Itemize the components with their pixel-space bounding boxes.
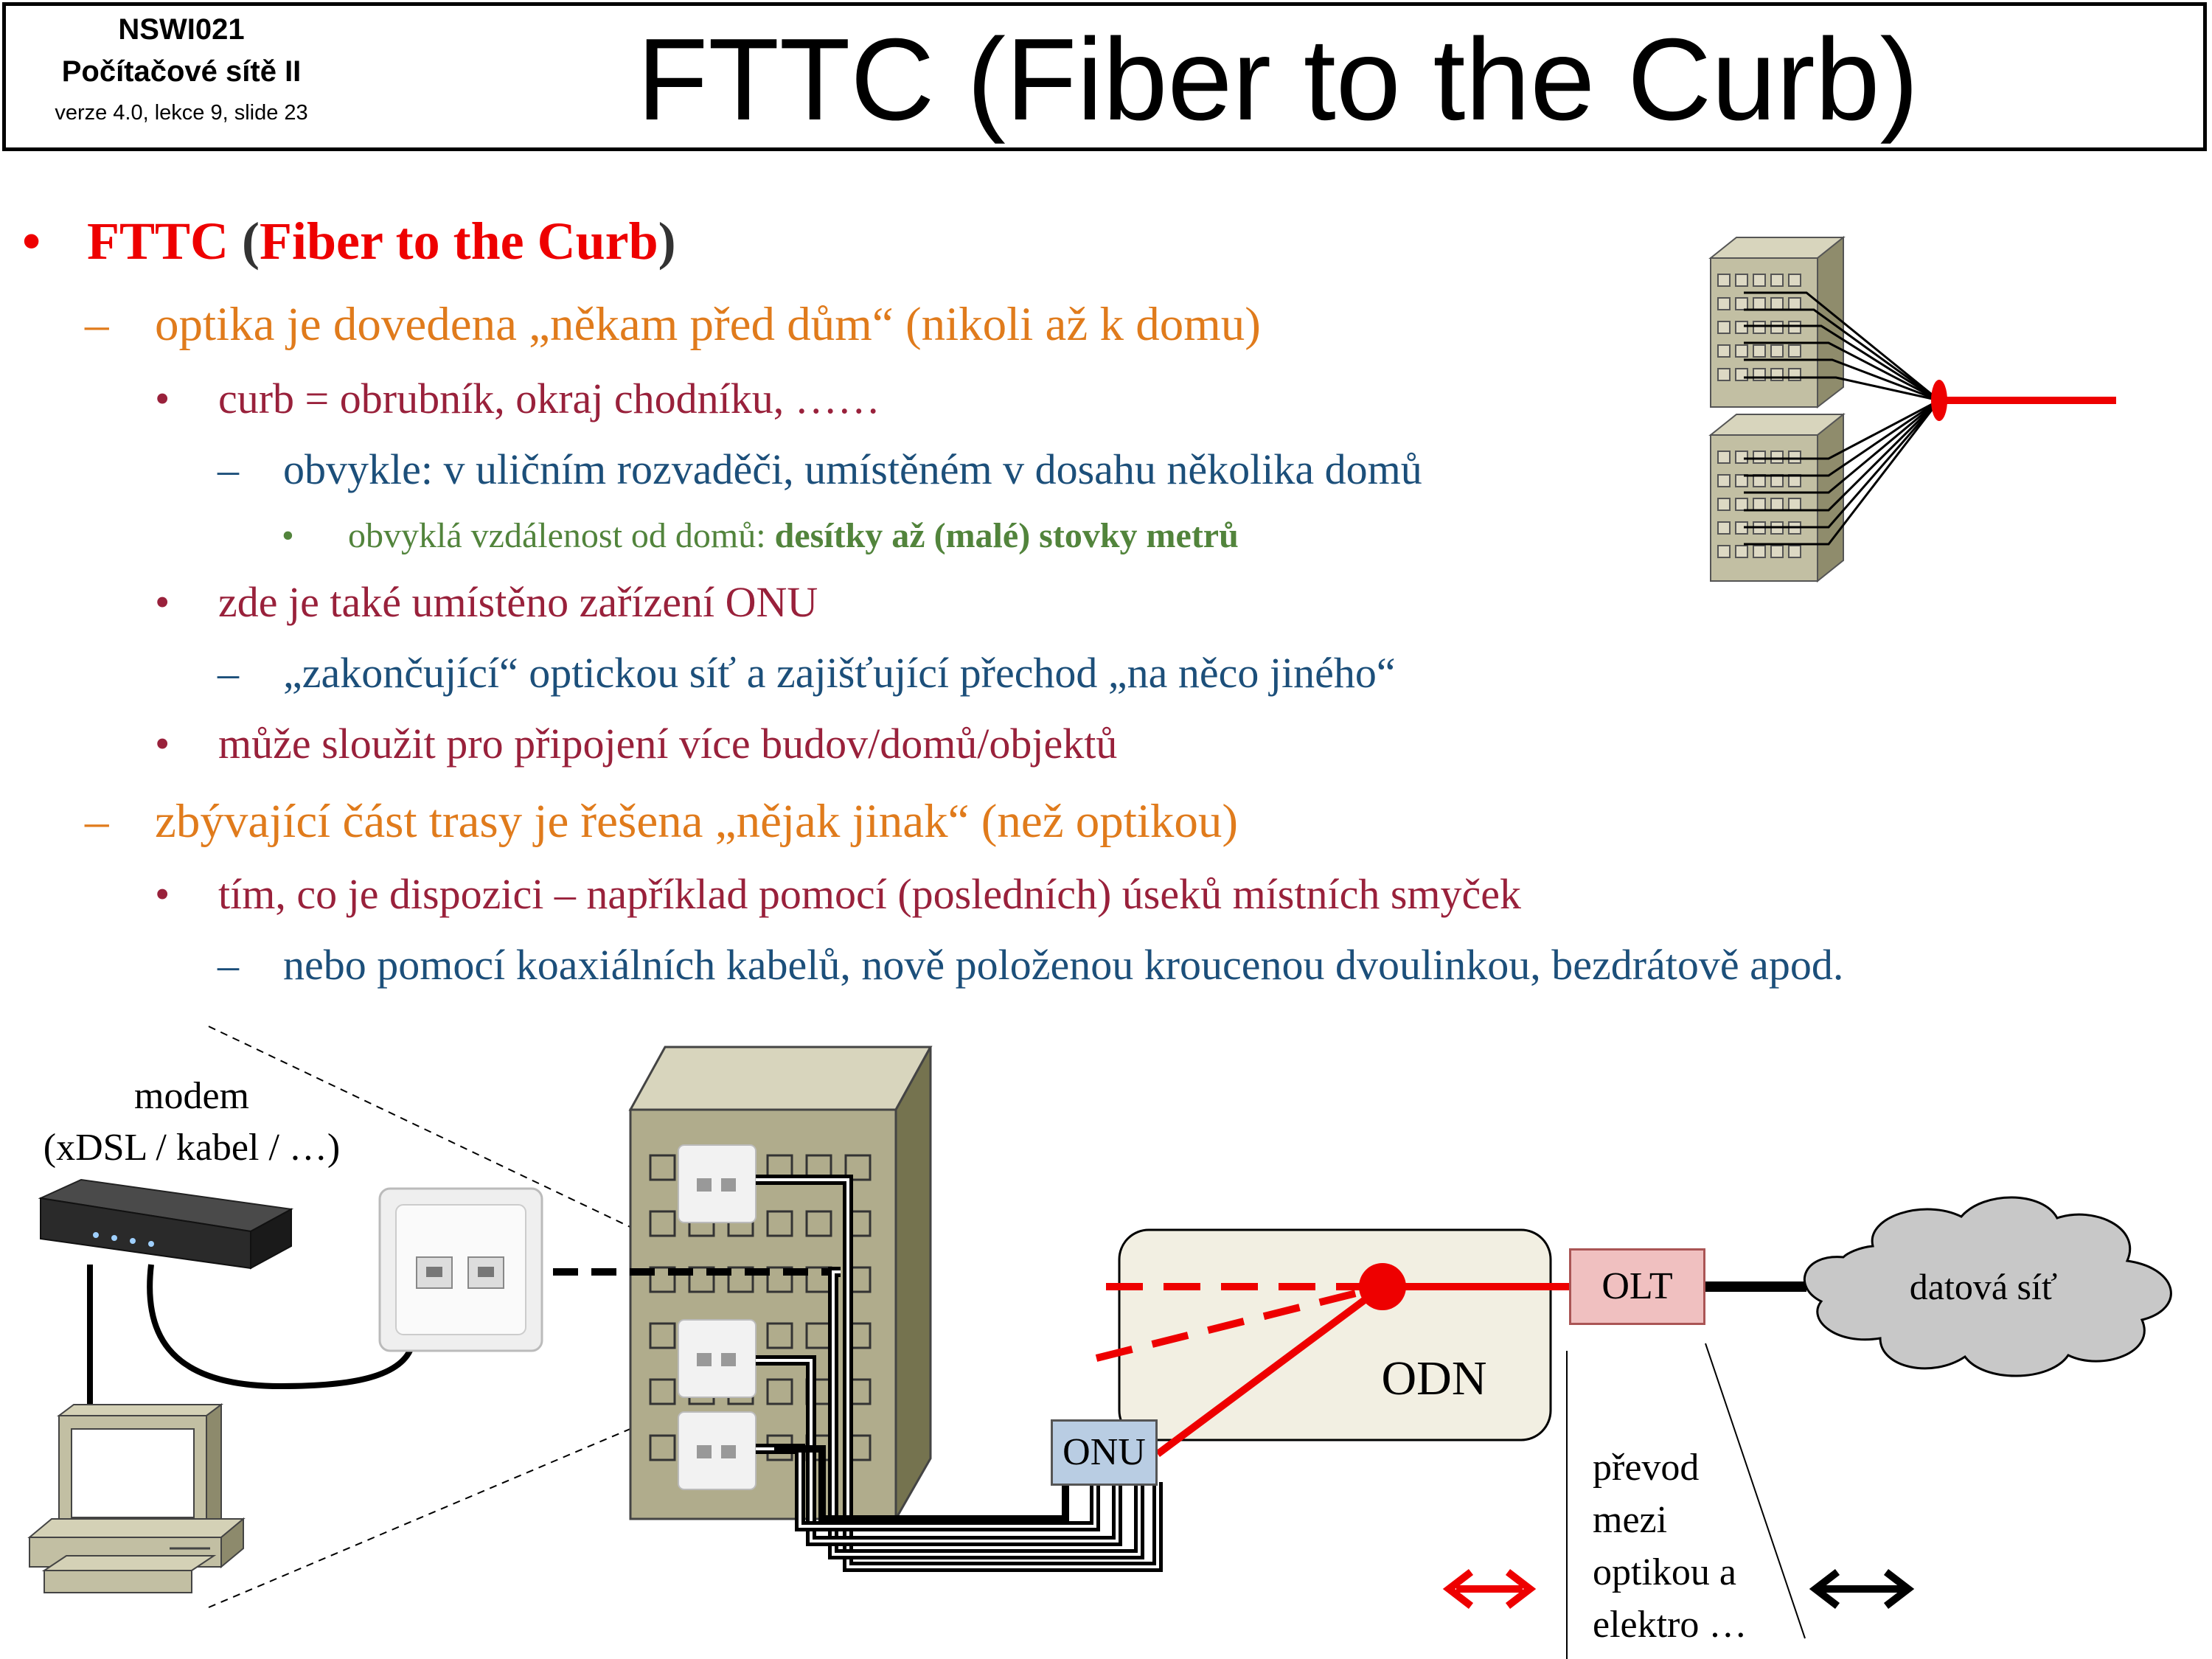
odn-label: ODN xyxy=(1381,1352,1487,1405)
odn-box xyxy=(1118,1228,1552,1441)
fttc-abbr: FTTC xyxy=(87,212,229,271)
building-socket-icon xyxy=(678,1144,757,1223)
cloud-label: datová síť xyxy=(1909,1266,2058,1307)
bullet-dot: • xyxy=(282,516,294,555)
black-double-arrow-icon xyxy=(1809,1569,1915,1609)
dash: – xyxy=(85,795,109,848)
bullet-distance: obvyklá vzdálenost od domů: desítky až (… xyxy=(348,515,1239,557)
bullet-cabinet: obvykle: v uličním rozvaděči, umístěném … xyxy=(283,445,1422,493)
conversion-line: optikou a xyxy=(1593,1551,1736,1593)
onu-box: ONU xyxy=(1051,1419,1158,1486)
bullet-onu: zde je také umístěno zařízení ONU xyxy=(218,578,818,626)
conversion-line: elektro … xyxy=(1593,1604,1747,1646)
bullet-multiple: může sloužit pro připojení více budov/do… xyxy=(218,720,1118,768)
bullet-coax: nebo pomocí koaxiálních kabelů, nově pol… xyxy=(283,941,1844,989)
building-socket-icon xyxy=(678,1411,757,1490)
dash: – xyxy=(218,649,239,697)
cloud-icon xyxy=(1803,1196,2172,1377)
slide-title: FTTC (Fiber to the Curb) xyxy=(636,15,1919,145)
pointer-line xyxy=(1705,1343,1806,1639)
dash: – xyxy=(218,445,239,493)
dash: – xyxy=(85,298,109,351)
fttc-full: Fiber to the Curb xyxy=(260,212,658,271)
dash: – xyxy=(218,941,239,989)
version-info: verze 4.0, lekce 9, slide 23 xyxy=(55,101,308,125)
computer-icon xyxy=(27,1403,246,1593)
course-name: Počítačové sítě II xyxy=(61,55,302,88)
splitter-fan-lines xyxy=(1744,291,1941,546)
copper-lines xyxy=(756,1175,1163,1572)
paren-close: ) xyxy=(658,212,676,271)
red-double-arrow-icon xyxy=(1442,1569,1537,1609)
bullet-curb: curb = obrubník, okraj chodníku, …… xyxy=(218,375,880,422)
modem-label: modem xyxy=(134,1075,249,1117)
bullet-dot: • xyxy=(155,375,170,422)
bullet-fttc: FTTC (Fiber to the Curb) xyxy=(87,208,676,274)
bullet-terminating: „zakončující“ optickou síť a zajišťující… xyxy=(283,649,1396,697)
course-code: NSWI021 xyxy=(118,13,245,46)
conversion-note: převod mezi optikou a elektro … xyxy=(1593,1441,1747,1651)
slide-header: NSWI021 Počítačové sítě II verze 4.0, le… xyxy=(2,2,2207,151)
fiber-drop-dashed-2 xyxy=(1095,1283,1384,1362)
bullet-remaining: zbývající část trasy je řešena „nějak ji… xyxy=(155,795,1239,848)
modem-socket-cable xyxy=(147,1264,416,1390)
splitter-node xyxy=(1931,380,1947,421)
distance-value: desítky až (malé) stovky metrů xyxy=(774,516,1239,555)
modem-sublabel: (xDSL / kabel / …) xyxy=(43,1127,341,1169)
conversion-line: převod xyxy=(1593,1447,1700,1489)
buildings-icon xyxy=(1708,235,1846,583)
course-info: NSWI021 Počítačové sítě II verze 4.0, le… xyxy=(12,10,351,131)
modem-device xyxy=(38,1178,294,1270)
bullet-local-loops: tím, co je dispozici – například pomocí … xyxy=(218,870,1522,918)
bullet-dot: • xyxy=(155,870,170,918)
bullet-dot: • xyxy=(155,720,170,768)
building-socket-icon xyxy=(678,1319,757,1398)
olt-box: OLT xyxy=(1569,1248,1705,1325)
paren-open: ( xyxy=(229,212,260,271)
odn-splitter xyxy=(1359,1263,1406,1310)
bullet-dot: • xyxy=(22,212,41,271)
bullet-optics: optika je dovedena „někam před dům“ (nik… xyxy=(155,298,1261,351)
bullet-dot: • xyxy=(155,578,170,626)
fiber-drop-onu xyxy=(1155,1283,1385,1458)
distance-prefix: obvyklá vzdálenost od domů: xyxy=(348,516,775,555)
conversion-line: mezi xyxy=(1593,1499,1668,1541)
wall-socket-icon xyxy=(378,1187,543,1352)
